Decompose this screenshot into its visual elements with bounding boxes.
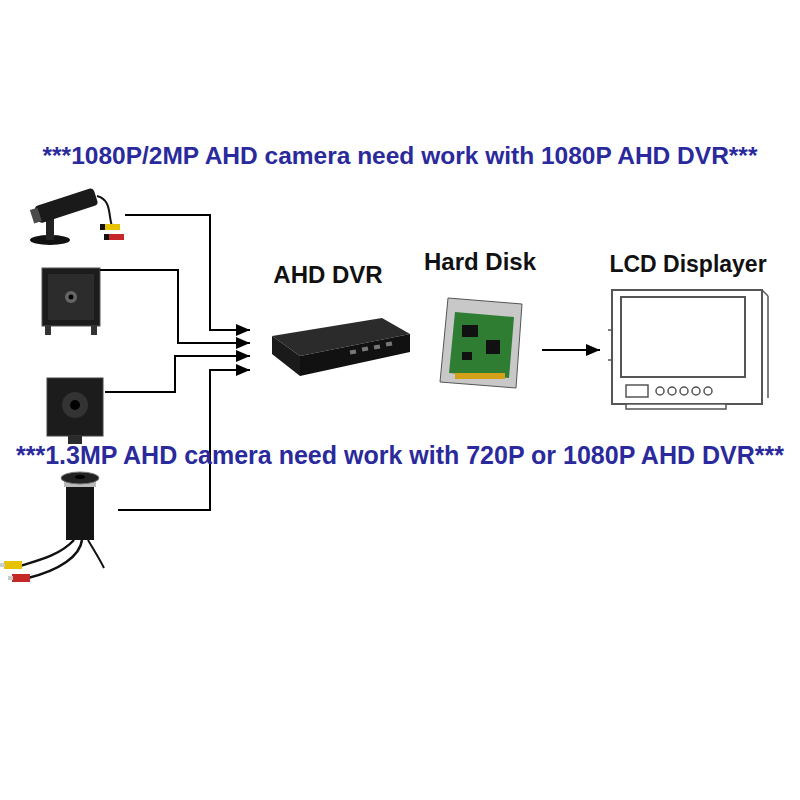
node-label: LCD Displayer [600, 252, 776, 277]
disk-chip [462, 352, 472, 360]
monitor-button [704, 387, 712, 395]
disk-chip [486, 340, 500, 354]
note-text: ***1080P/2MP AHD camera need work with 1… [0, 141, 800, 170]
camera-lens [69, 295, 74, 300]
node-box: Hard Disk [418, 249, 542, 390]
monitor-edge [767, 296, 769, 398]
camera-cable [88, 540, 104, 568]
monitor-panel [626, 385, 648, 397]
node-box: LCD Displayer [600, 252, 776, 410]
monitor-button [692, 387, 700, 395]
camera-wire [118, 370, 250, 510]
lcd-monitor [608, 290, 768, 409]
rca-plug [8, 576, 13, 580]
dvr-side [272, 336, 300, 376]
monitor-frame [612, 290, 762, 404]
arrow-connector [542, 349, 600, 351]
disk-case [440, 298, 522, 388]
node-box: AHD DVR [250, 262, 406, 385]
monitor-screen [621, 297, 745, 377]
dvr-front [300, 334, 410, 376]
rca-plug [4, 561, 22, 569]
camera-wire [125, 215, 250, 330]
pinhole-camera [42, 268, 100, 335]
camera-lens [70, 400, 80, 410]
box-camera [47, 378, 103, 444]
camera-face [48, 274, 94, 320]
rca-plug [108, 234, 124, 240]
dvr-button [374, 344, 381, 349]
camera-lens [75, 475, 85, 479]
camera-cable [97, 196, 112, 226]
monitor-edge [762, 290, 768, 296]
bullet-camera [29, 188, 124, 245]
rca-plug [0, 563, 5, 567]
cylinder-camera [0, 472, 104, 582]
camera-body [66, 486, 94, 540]
camera-body [34, 188, 99, 224]
camera-lens [65, 291, 77, 303]
monitor-edge [608, 359, 612, 361]
disk-board [449, 312, 514, 378]
camera-wire [100, 270, 250, 343]
rca-plug [12, 574, 30, 582]
disk-chip [462, 325, 478, 337]
monitor-button [656, 387, 664, 395]
camera-wire [105, 356, 250, 392]
camera-leg [45, 326, 51, 335]
camera-body [42, 268, 100, 326]
dvr-button [362, 346, 369, 351]
note-text: ***1.3MP AHD camera need work with 720P … [0, 440, 800, 470]
rca-plug [104, 224, 120, 230]
dvr-button [350, 349, 357, 354]
node-label: Hard Disk [418, 249, 542, 275]
rca-plug [104, 234, 109, 240]
monitor-stand [626, 404, 726, 409]
camera-body [47, 378, 103, 436]
camera-leg [91, 326, 97, 335]
camera-lens [62, 392, 88, 418]
node-label: AHD DVR [250, 262, 406, 288]
rca-plug [100, 224, 105, 230]
monitor-button [668, 387, 676, 395]
camera-lens [30, 208, 42, 224]
dvr-button [386, 341, 393, 346]
dvr-unit [272, 318, 410, 376]
camera-flange [61, 472, 99, 484]
disk-connector [455, 373, 505, 379]
hard-disk [440, 298, 522, 388]
monitor-button [680, 387, 688, 395]
monitor-edge [608, 329, 612, 331]
camera-cable [28, 540, 82, 578]
